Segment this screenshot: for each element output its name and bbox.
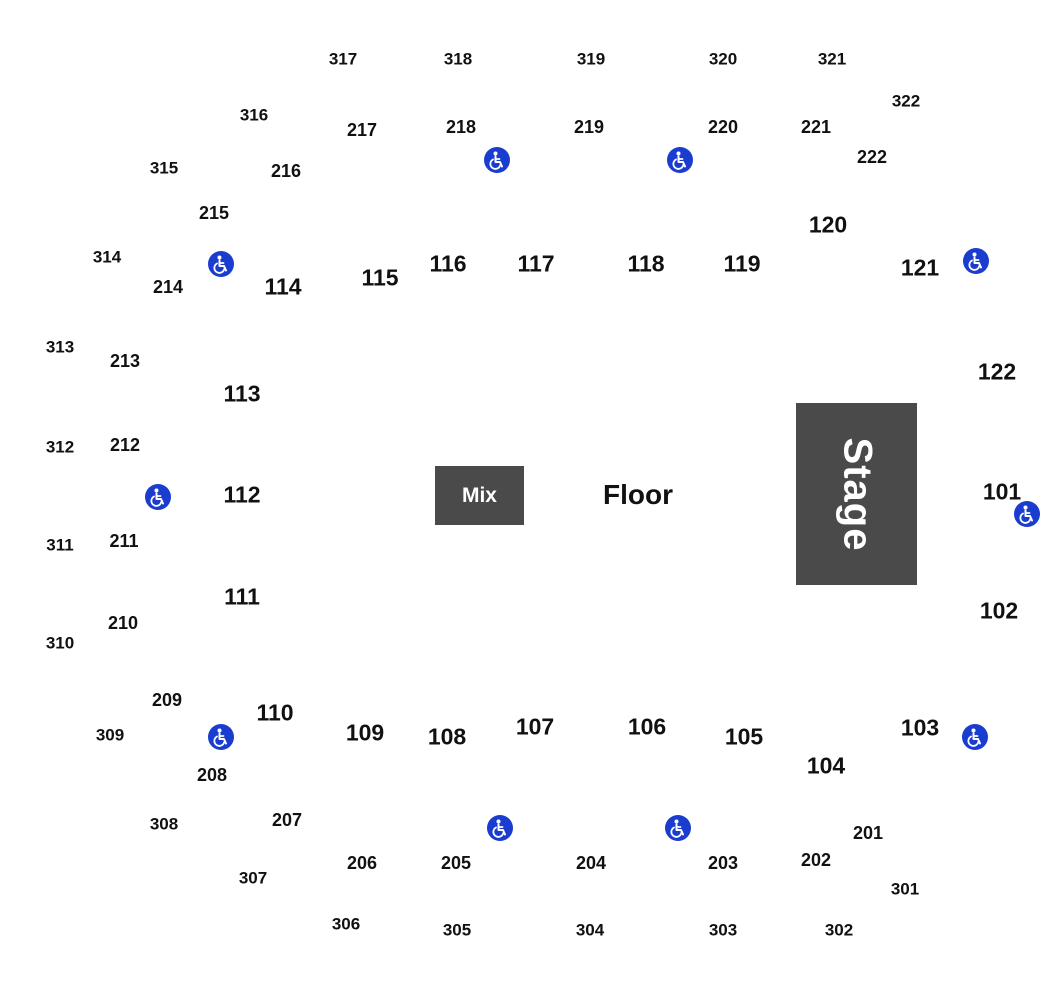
section-322[interactable]: 322 [891,91,921,111]
section-221[interactable]: 221 [800,117,832,137]
wheelchair-icon[interactable] [1014,501,1040,527]
wheelchair-icon[interactable] [145,484,171,510]
section-213[interactable]: 213 [109,351,141,371]
section-110[interactable]: 110 [256,699,294,726]
section-321[interactable]: 321 [817,49,847,69]
section-106[interactable]: 106 [627,713,667,740]
mix-label: Mix [461,483,497,507]
wheelchair-icon[interactable] [665,815,691,841]
section-217[interactable]: 217 [346,120,378,140]
section-207[interactable]: 207 [271,810,303,830]
section-209[interactable]: 209 [151,690,183,710]
section-317[interactable]: 317 [328,49,358,69]
section-214[interactable]: 214 [152,277,184,297]
section-113[interactable]: 113 [223,380,261,407]
section-114[interactable]: 114 [264,273,302,300]
wheelchair-icon[interactable] [208,251,234,277]
section-211[interactable]: 211 [109,531,139,551]
section-108[interactable]: 108 [427,723,467,750]
section-117[interactable]: 117 [517,250,555,277]
section-116[interactable]: 116 [429,250,467,277]
floor-section[interactable]: Floor [603,479,673,510]
section-201[interactable]: 201 [852,823,884,843]
section-220[interactable]: 220 [707,117,739,137]
section-215[interactable]: 215 [198,203,230,223]
section-204[interactable]: 204 [575,853,607,873]
section-313[interactable]: 313 [45,337,75,357]
section-307[interactable]: 307 [238,868,268,888]
section-303[interactable]: 303 [708,920,738,940]
section-219[interactable]: 219 [573,117,605,137]
section-306[interactable]: 306 [331,914,361,934]
section-107[interactable]: 107 [515,713,555,740]
section-320[interactable]: 320 [708,49,738,69]
section-206[interactable]: 206 [346,853,378,873]
section-222[interactable]: 222 [856,147,888,167]
section-105[interactable]: 105 [724,723,764,750]
section-301[interactable]: 301 [890,879,920,899]
section-111[interactable]: 111 [224,583,260,610]
wheelchair-icon[interactable] [487,815,513,841]
section-122[interactable]: 122 [977,358,1017,385]
stage: Stage [796,403,917,585]
section-311[interactable]: 311 [46,535,74,555]
section-120[interactable]: 120 [808,211,848,238]
section-316[interactable]: 316 [239,105,269,125]
section-115[interactable]: 115 [361,264,399,291]
section-310[interactable]: 310 [45,633,75,653]
section-218[interactable]: 218 [445,117,477,137]
section-304[interactable]: 304 [575,920,605,940]
section-216[interactable]: 216 [270,161,302,181]
section-208[interactable]: 208 [196,765,228,785]
section-203[interactable]: 203 [707,853,739,873]
mix-position[interactable]: Mix [435,466,524,525]
section-104[interactable]: 104 [806,752,846,779]
section-112[interactable]: 112 [223,481,261,508]
section-309[interactable]: 309 [95,725,125,745]
section-315[interactable]: 315 [149,158,179,178]
section-312[interactable]: 312 [45,437,75,457]
section-308[interactable]: 308 [149,814,179,834]
section-202[interactable]: 202 [800,850,832,870]
section-314[interactable]: 314 [92,247,122,267]
section-109[interactable]: 109 [345,719,385,746]
section-305[interactable]: 305 [442,920,472,940]
wheelchair-icon[interactable] [484,147,510,173]
wheelchair-icon[interactable] [963,248,989,274]
wheelchair-icon[interactable] [962,724,988,750]
section-302[interactable]: 302 [824,920,854,940]
section-318[interactable]: 318 [443,49,473,69]
section-103[interactable]: 103 [900,714,940,741]
section-119[interactable]: 119 [723,250,761,277]
section-121[interactable]: 121 [900,254,940,281]
section-210[interactable]: 210 [107,613,139,633]
section-118[interactable]: 118 [627,250,665,277]
wheelchair-icon[interactable] [667,147,693,173]
section-212[interactable]: 212 [109,435,141,455]
section-319[interactable]: 319 [576,49,606,69]
stage-label: Stage [835,437,879,551]
section-101[interactable]: 101 [982,478,1022,505]
section-102[interactable]: 102 [979,597,1019,624]
wheelchair-icon[interactable] [208,724,234,750]
section-205[interactable]: 205 [440,853,472,873]
